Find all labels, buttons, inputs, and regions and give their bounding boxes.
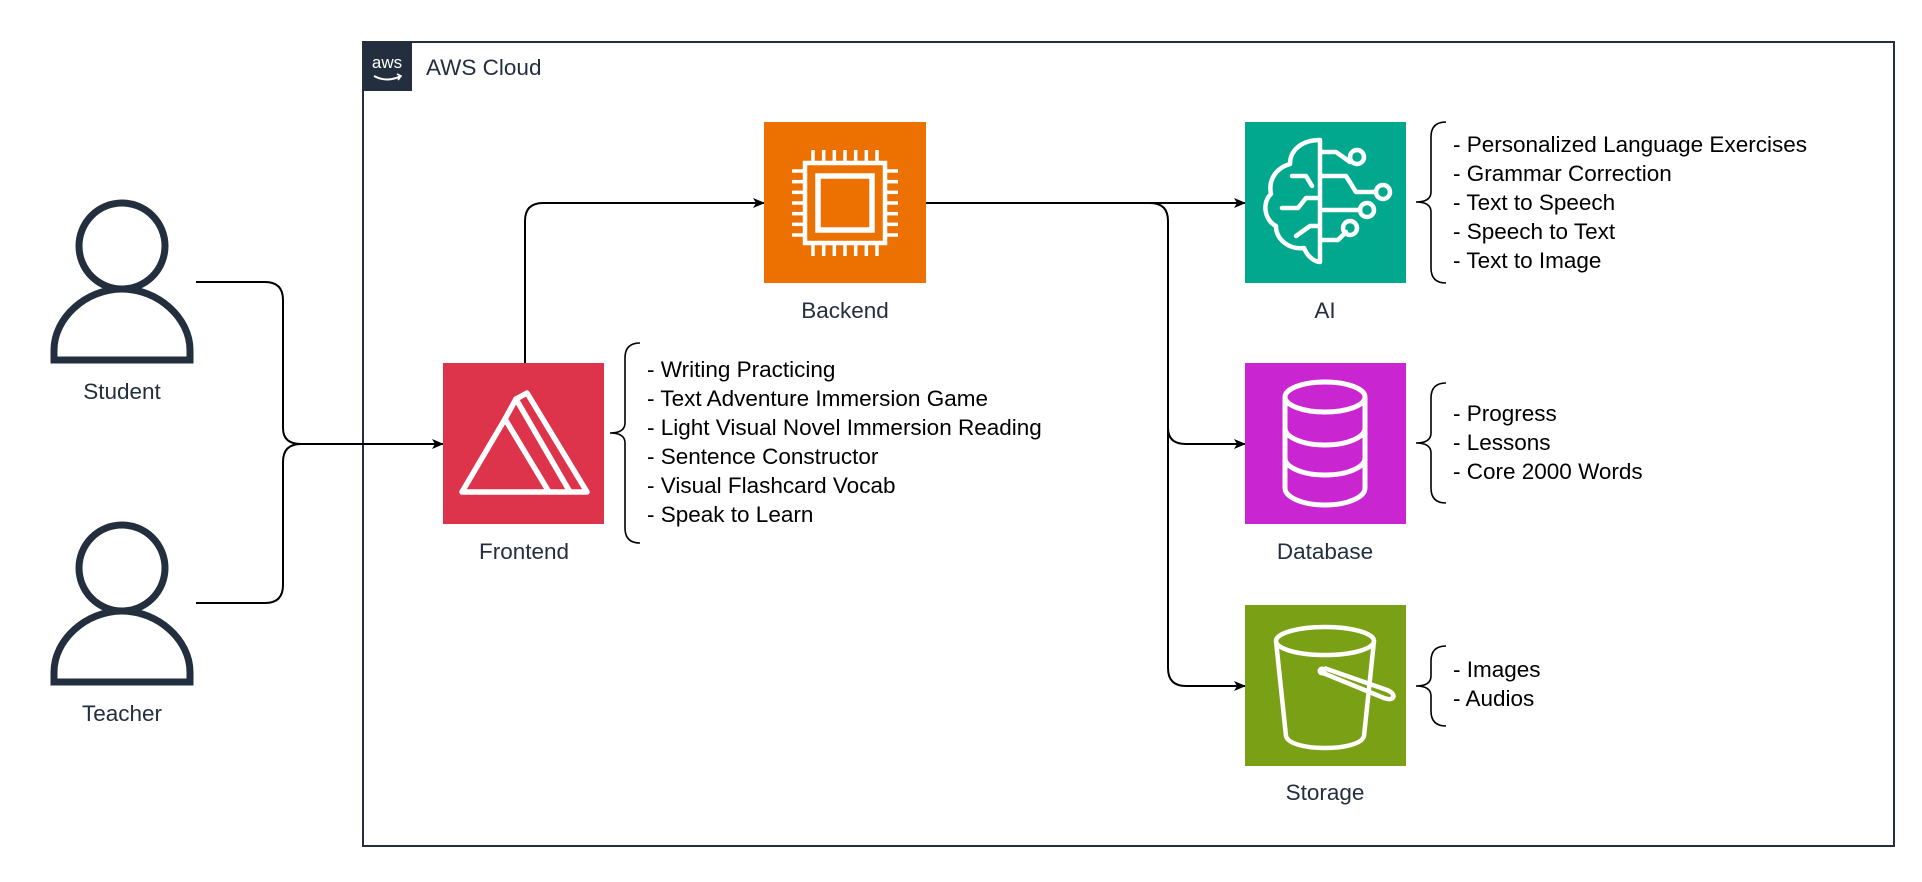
frontend-notes: - Writing Practicing - Text Adventure Im… bbox=[647, 357, 1042, 527]
aws-logo-icon: aws bbox=[363, 42, 412, 91]
database-node[interactable] bbox=[1245, 363, 1406, 524]
ai-label: AI bbox=[1314, 298, 1335, 323]
list-item: - Core 2000 Words bbox=[1453, 459, 1643, 484]
list-item: - Text to Speech bbox=[1453, 190, 1615, 215]
frontend-label: Frontend bbox=[479, 539, 569, 564]
backend-node[interactable] bbox=[764, 122, 926, 283]
ai-notes-brace bbox=[1415, 121, 1447, 284]
list-item: - Sentence Constructor bbox=[647, 444, 879, 469]
braces bbox=[609, 121, 1447, 727]
edge-student-frontend bbox=[196, 281, 444, 449]
list-item: - Lessons bbox=[1453, 430, 1551, 455]
edge-frontend-backend bbox=[524, 198, 765, 363]
ai-node[interactable] bbox=[1245, 122, 1406, 283]
bucket-icon bbox=[1273, 624, 1396, 751]
compute-chip-icon bbox=[792, 150, 898, 256]
backend-label: Backend bbox=[801, 298, 889, 323]
list-item: - Text Adventure Immersion Game bbox=[647, 386, 988, 411]
frontend-node[interactable] bbox=[443, 363, 604, 524]
list-item: - Personalized Language Exercises bbox=[1453, 132, 1807, 157]
connectors bbox=[196, 198, 1246, 691]
backend-tile bbox=[764, 122, 926, 283]
list-item: - Text to Image bbox=[1453, 248, 1601, 273]
aws-cloud-label: AWS Cloud bbox=[426, 55, 541, 80]
aws-logo-text: aws bbox=[372, 53, 402, 72]
list-item: - Audios bbox=[1453, 686, 1534, 711]
list-item: - Light Visual Novel Immersion Reading bbox=[647, 415, 1042, 440]
student-icon bbox=[50, 199, 194, 364]
database-notes-brace bbox=[1415, 382, 1447, 504]
frontend-tile bbox=[443, 363, 604, 524]
teacher-label: Teacher bbox=[82, 701, 163, 726]
database-label: Database bbox=[1277, 539, 1373, 564]
storage-notes: - Images - Audios bbox=[1453, 657, 1541, 711]
edge-backend-storage bbox=[1167, 426, 1246, 691]
list-item: - Grammar Correction bbox=[1453, 161, 1672, 186]
list-item: - Visual Flashcard Vocab bbox=[647, 473, 895, 498]
edge-teacher-frontend bbox=[196, 443, 302, 604]
student-label: Student bbox=[83, 379, 161, 404]
list-item: - Speak to Learn bbox=[647, 502, 813, 527]
database-icon bbox=[1282, 379, 1368, 508]
amplify-icon bbox=[459, 390, 590, 495]
storage-notes-brace bbox=[1415, 645, 1447, 727]
list-item: - Speech to Text bbox=[1453, 219, 1616, 244]
storage-label: Storage bbox=[1286, 780, 1365, 805]
frontend-notes-brace bbox=[609, 342, 641, 544]
ai-tile bbox=[1245, 122, 1406, 283]
teacher-icon bbox=[50, 521, 194, 686]
ai-brain-icon bbox=[1263, 137, 1393, 265]
ai-notes: - Personalized Language Exercises - Gram… bbox=[1453, 132, 1807, 273]
database-notes: - Progress - Lessons - Core 2000 Words bbox=[1453, 401, 1643, 484]
list-item: - Writing Practicing bbox=[647, 357, 835, 382]
list-item: - Images bbox=[1453, 657, 1541, 682]
edge-backend-database bbox=[1149, 202, 1246, 449]
storage-node[interactable] bbox=[1245, 605, 1406, 766]
list-item: - Progress bbox=[1453, 401, 1557, 426]
